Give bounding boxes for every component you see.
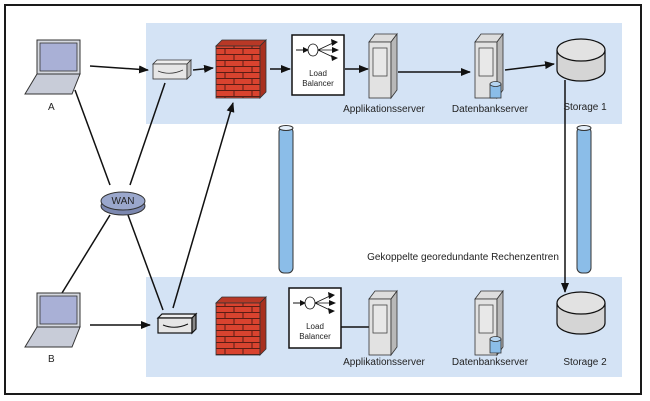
router-2-icon [156,312,198,335]
db-server-2-icon [474,289,504,357]
firewall-2-icon [215,296,267,356]
storage-2-label: Storage 2 [563,357,607,368]
load-balancer-1-label-line2: Balancer [302,79,334,88]
app-server-1-label: Applikationsserver [343,104,425,115]
app-server-1-icon [368,32,398,100]
laptop-a-icon [24,39,81,95]
load-balancer-2-label-line2: Balancer [299,332,331,341]
load-balancer-2-icon [288,287,342,349]
load-balancer-2-label-line1: Load [306,322,324,331]
db-server-2-label: Datenbankserver [452,357,529,368]
router-1-icon [152,59,192,80]
connections [61,61,569,329]
app-server-2-icon [368,289,398,357]
wan-label: WAN [112,196,135,207]
firewall-1-icon [215,39,267,99]
db-server-1-label: Datenbankserver [452,104,529,115]
load-balancer-1-label-line1: Load [309,69,327,78]
coupling-pipe-left [278,125,294,274]
coupling-label: Gekoppelte georedundante Rechenzentren [367,252,559,263]
storage-1-icon [556,38,606,82]
client-a-label: A [48,102,55,113]
storage-2-icon [556,291,606,335]
load-balancer-1-icon [291,34,345,96]
db-server-1-icon [474,32,504,100]
app-server-2-label: Applikationsserver [343,357,425,368]
laptop-b-icon [24,292,81,348]
coupling-pipe-right [576,125,592,274]
storage-1-label: Storage 1 [563,102,607,113]
client-b-label: B [48,354,55,365]
wan-cloud-icon [100,191,146,216]
